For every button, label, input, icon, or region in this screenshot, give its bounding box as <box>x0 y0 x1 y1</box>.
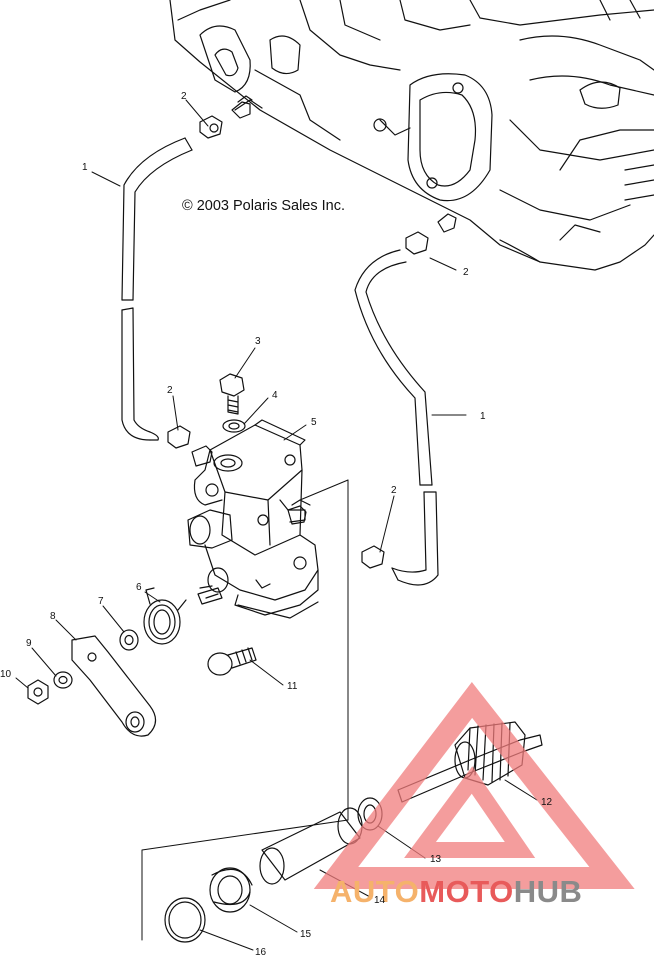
hose-right <box>354 249 439 586</box>
block-fitting-upper <box>231 95 253 119</box>
callout-2-pump: 2 <box>167 385 173 396</box>
callout-5: 5 <box>311 417 317 428</box>
shaft-seal <box>209 867 253 913</box>
callout-13: 13 <box>430 854 442 865</box>
callout-15: 15 <box>300 929 312 940</box>
clamp-upper-left <box>199 115 223 139</box>
lever-nut <box>27 679 49 705</box>
callout-8: 8 <box>50 611 56 622</box>
drive-shaft <box>397 734 543 803</box>
callout-2-upper-left: 2 <box>181 91 187 102</box>
callout-9: 9 <box>26 638 32 649</box>
clamp-left-pump <box>167 425 191 449</box>
callout-10: 10 <box>0 669 12 680</box>
callout-6: 6 <box>136 582 142 593</box>
callout-2-upper-right: 2 <box>463 267 469 278</box>
leader-lines <box>15 99 538 951</box>
callout-16: 16 <box>255 947 267 956</box>
mounting-screw <box>207 647 257 676</box>
watermark-text-moto: MOTO <box>419 874 513 909</box>
clamp-upper-right <box>405 231 429 255</box>
callout-12: 12 <box>541 797 553 808</box>
block-fitting-right <box>437 213 457 233</box>
assembly-bracket <box>141 479 349 941</box>
pump-shaft <box>197 587 223 605</box>
pump-lever <box>71 635 157 737</box>
pump-outlet-fitting <box>287 505 307 525</box>
callout-1-right: 1 <box>480 411 486 422</box>
copyright-notice: © 2003 Polaris Sales Inc. <box>182 198 346 214</box>
callout-4: 4 <box>272 390 278 401</box>
callout-14: 14 <box>374 895 386 906</box>
lock-washer <box>53 671 73 689</box>
hose-left <box>121 137 193 441</box>
engine-block <box>169 0 654 271</box>
callout-7: 7 <box>98 596 104 607</box>
callout-11: 11 <box>287 681 298 692</box>
clamp-lower-right <box>361 545 385 569</box>
pump-inlet-fitting <box>191 445 213 467</box>
return-spring <box>143 587 187 645</box>
svg-text:AUTOMOTOHUB: AUTOMOTOHUB <box>330 874 582 909</box>
callout-1-left: 1 <box>82 162 88 173</box>
watermark-text-hub: HUB <box>514 874 583 909</box>
oil-pump-body <box>187 419 319 619</box>
callout-3: 3 <box>255 336 261 347</box>
callout-2-lower-right: 2 <box>391 485 397 496</box>
sealing-washer <box>222 419 246 433</box>
watermark-text-auto: AUTO <box>330 874 419 909</box>
watermark-logo: AUTOMOTOHUB <box>313 682 635 909</box>
banjo-bolt <box>219 373 245 415</box>
callout-labels: 1 1 2 2 2 2 3 4 5 6 7 8 9 10 11 12 13 14… <box>0 91 553 958</box>
retaining-ring <box>164 897 206 943</box>
washer-7 <box>119 629 139 651</box>
